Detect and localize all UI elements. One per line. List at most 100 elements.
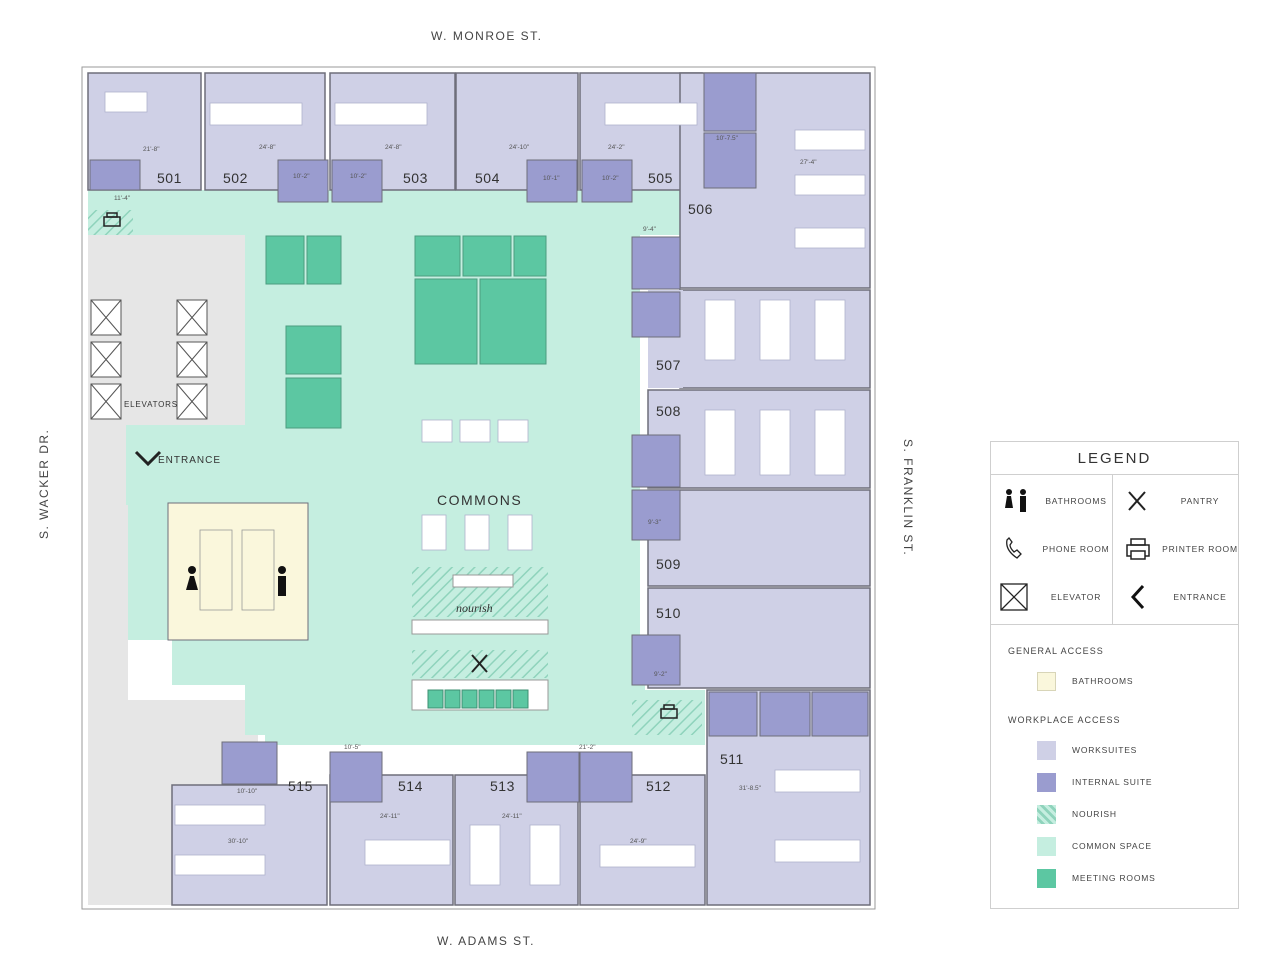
bathroom-stalls-e [241,529,275,611]
legend-item-entrance: ENTRANCE [1115,573,1239,621]
swatch-label: INTERNAL SUITE [1072,777,1153,787]
meeting-room-6 [462,235,512,277]
south-suites [171,741,706,906]
legend-swatch-internal-suite: INTERNAL SUITE [1037,772,1152,792]
dimension-label: 9'-4" [643,226,657,233]
suite-label: 515 [288,778,313,794]
bathroom-icon [1005,489,1026,512]
entrance-icon [134,450,162,467]
meeting-room-5 [414,235,461,277]
legend-divider [991,624,1238,625]
legend-swatch-meeting-rooms: MEETING ROOMS [1037,868,1156,888]
dimension-label: 24'-8" [259,144,276,151]
internal-suite-515 [221,741,278,785]
dimension-label: 10'-2" [350,173,367,180]
internal-suite-503a [277,159,329,203]
legend-title: LEGEND [991,442,1238,475]
dimension-label: 21'-2" [579,744,596,751]
suite-label: 503 [403,170,428,186]
suite-label: 512 [646,778,671,794]
suite-510 [647,587,871,689]
dimension-label: 11'-4" [114,195,131,202]
legend-label: PHONE ROOM [1042,544,1110,554]
dimension-label: 31'-8.5" [739,785,762,792]
swatch-label: COMMON SPACE [1072,841,1152,851]
internal-suite-511c [811,691,869,737]
bathroom-women-icon [186,566,198,590]
legend-label: ELEVATOR [1050,592,1102,602]
legend-label: PRINTER ROOM [1162,544,1238,554]
legend-item-phone: PHONE ROOM [991,525,1115,573]
suite-labels: 501 502 503 504 505 506 507 508 509 510 … [157,170,744,794]
suite-label: 507 [656,357,681,373]
bathroom-men-icon [278,566,286,596]
commons-label: COMMONS [437,492,522,508]
street-label-south: W. ADAMS ST. [437,934,536,948]
internal-suite-509 [631,489,681,541]
dimension-label: 9'-3" [648,519,662,526]
phone-rooms [427,689,529,709]
suite-509 [647,489,871,587]
internal-suite-508 [631,434,681,488]
dimension-label: 24'-11" [380,813,400,820]
legend-label: BATHROOMS [1045,496,1107,506]
suite-label: 504 [475,170,500,186]
legend-item-bathrooms: BATHROOMS [991,477,1115,525]
meeting-room-8 [414,278,478,365]
dimension-label: 24'-8" [385,144,402,151]
meeting-room-1 [265,235,305,285]
dimension-label: 10'-1" [543,175,560,182]
dimension-label: 21'-8" [143,146,160,153]
swatch-label: NOURISH [1072,809,1117,819]
common-space-north [88,190,680,235]
swatch-label: WORKSUITES [1072,745,1138,755]
entrance-label: ENTRANCE [158,455,221,466]
street-label-north: W. MONROE ST. [431,29,543,43]
internal-suite-511b [759,691,811,737]
internal-suite-514 [329,751,383,803]
suite-515 [171,784,328,906]
dimension-label: 24'-10" [509,144,530,151]
legend-swatch-common-space: COMMON SPACE [1037,836,1152,856]
swatch-common-space [1037,836,1056,856]
swatch-meeting-rooms [1037,868,1056,888]
dimension-label: 24'-2" [608,144,625,151]
legend-label: PANTRY [1180,496,1220,506]
pantry-counter-1 [411,619,549,635]
internal-suite-512 [579,751,633,803]
suite-502 [204,72,326,191]
legend-label: ENTRANCE [1173,592,1227,602]
dimension-label: 24'-11" [502,813,522,820]
legend-item-printer: PRINTER ROOM [1115,525,1239,573]
internal-suite-513 [526,751,580,803]
internal-suite-511a [708,691,758,737]
legend: LEGEND BATHROOMS PANTRY PHONE ROOM PRINT… [990,441,1239,909]
pantry-icon [471,654,488,673]
elevator-icon [1000,583,1028,611]
suite-label: 511 [720,751,744,767]
dimension-label: 10'-2" [602,175,619,182]
suite-label: 510 [656,605,681,621]
suite-label: 505 [648,170,673,186]
internal-suite-505 [581,159,633,203]
legend-divider [1112,475,1113,624]
meeting-room-4 [285,377,342,429]
general-access-heading: GENERAL ACCESS [1008,646,1104,656]
meeting-room-9 [479,278,547,365]
swatch-internal-suite [1037,772,1056,792]
dimension-label: 30'-10" [228,838,249,845]
internal-suite-501 [89,159,141,191]
legend-swatch-bathrooms: BATHROOMS [1037,671,1133,691]
legend-swatch-worksuites: WORKSUITES [1037,740,1137,760]
swatch-nourish [1037,804,1056,824]
entrance-icon [1130,584,1145,610]
swatch-bathrooms [1037,671,1056,691]
elevators-label: ELEVATORS [124,400,178,409]
meeting-room-2 [306,235,342,285]
nourish-label: nourish [456,601,493,615]
legend-item-pantry: PANTRY [1115,477,1239,525]
nourish-counter [452,574,514,588]
suite-label: 502 [223,170,248,186]
dimension-label: 10'-5" [344,744,361,751]
